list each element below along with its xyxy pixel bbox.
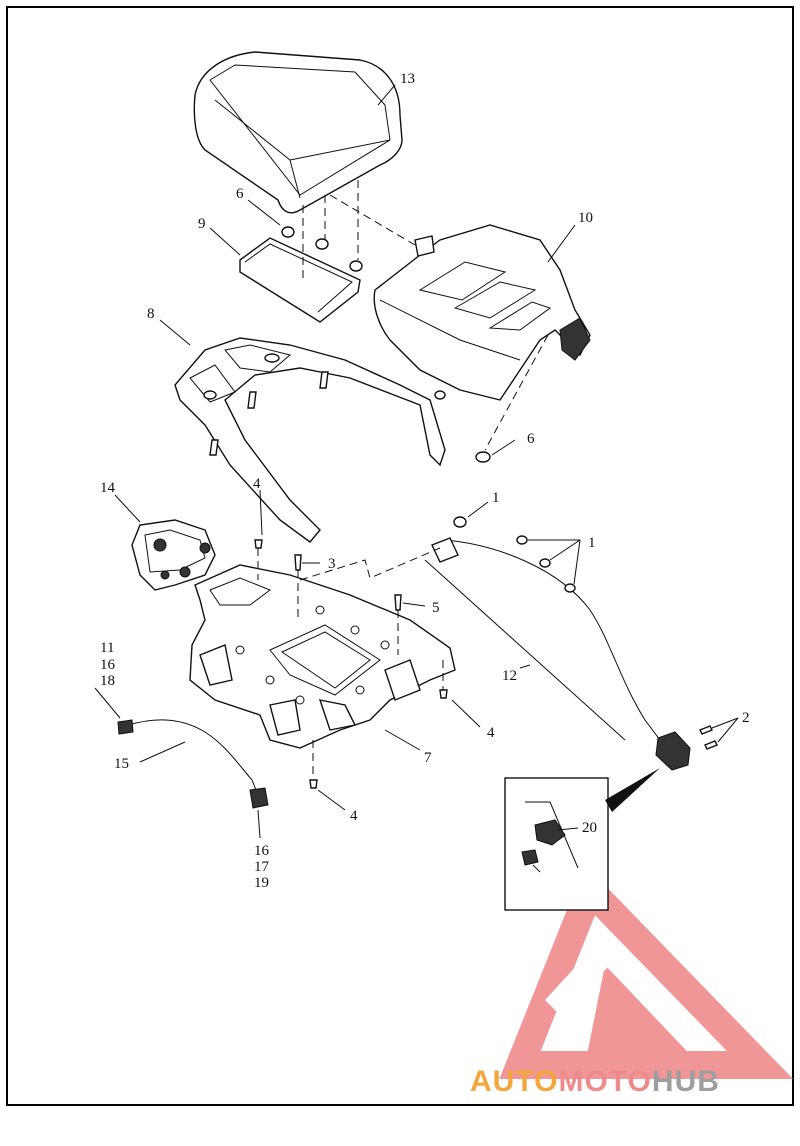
callout-12: 12: [502, 668, 517, 684]
base-plate-part-7: [189, 564, 456, 749]
callout-16-bottom: 16: [254, 843, 270, 859]
callout-4-top: 4: [253, 476, 261, 492]
watermark-brand-text: AUTOMOTOHUB: [470, 1065, 720, 1099]
callout-17: 17: [254, 859, 270, 875]
callout-9: 9: [198, 216, 206, 232]
callout-4-right: 4: [487, 725, 495, 741]
tail-light-part-14: [131, 519, 216, 591]
callout-11: 11: [100, 640, 114, 656]
callout-2: 2: [742, 710, 750, 726]
pad-plate-part-9: [239, 237, 361, 323]
callout-10: 10: [578, 210, 593, 226]
top-case-lid-part-10: [373, 224, 591, 401]
callout-7: 7: [424, 750, 432, 766]
leader-lines: [94, 84, 739, 839]
callout-19: 19: [254, 875, 269, 891]
callout-6-top: 6: [236, 186, 244, 202]
grommets-part-6: [281, 226, 491, 463]
callout-20: 20: [582, 820, 597, 836]
callout-14: 14: [100, 480, 116, 496]
seat-pad-part-13: [193, 51, 403, 214]
callout-13: 13: [400, 71, 415, 87]
screws: [254, 539, 718, 789]
callout-8: 8: [147, 306, 155, 322]
brand-hub: HUB: [651, 1065, 720, 1098]
watermark-logo: [499, 864, 794, 1079]
inset-detail-box: [504, 768, 660, 911]
assembly-lines: [257, 180, 549, 778]
callout-18: 18: [100, 673, 115, 689]
callout-5: 5: [432, 600, 440, 616]
brand-auto: AUTO: [470, 1065, 559, 1098]
callouts: 13 6 9 10 8 6 14 4 1 1 3 5 11 16 18 12 2…: [100, 71, 750, 891]
cable-part-12: [424, 516, 691, 771]
brand-moto: MOTO: [558, 1065, 652, 1098]
drawing-frame: [6, 6, 794, 1106]
callout-3: 3: [328, 556, 336, 572]
callout-15: 15: [114, 756, 129, 772]
luggage-rack-part-8: [174, 337, 446, 543]
callout-6-bottom: 6: [527, 431, 535, 447]
callout-4-bottom: 4: [350, 808, 358, 824]
callout-16-left: 16: [100, 657, 116, 673]
wiring-harness-part-15: [117, 719, 269, 809]
callout-1-right: 1: [588, 535, 596, 551]
callout-1-left: 1: [492, 490, 500, 506]
